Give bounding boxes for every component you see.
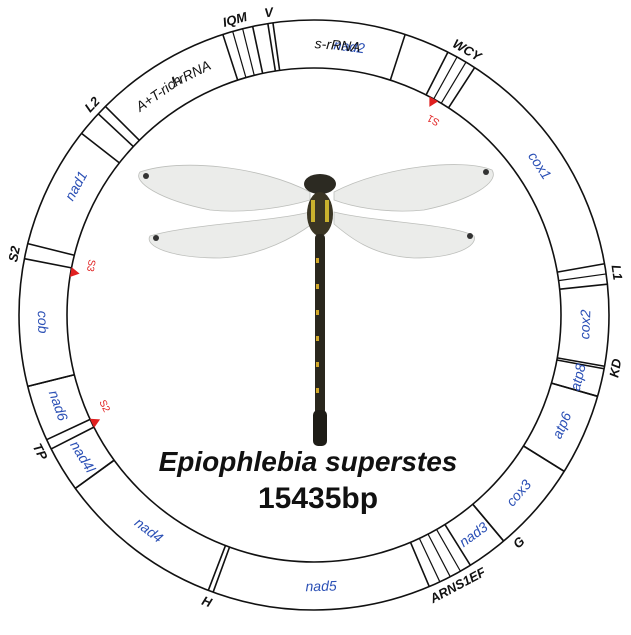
genome-size: 15435bp [258, 482, 378, 515]
trna-label-l1: L1 [609, 264, 626, 281]
segment-boundary [557, 264, 604, 272]
thorax-stripe-right [325, 200, 329, 222]
segment-boundary [47, 419, 91, 439]
left-hindwing-spot [153, 235, 159, 241]
marker-label-s1: S1 [425, 112, 441, 128]
thorax-stripe-left [311, 200, 315, 222]
abdomen-tip [313, 410, 327, 446]
trna-line [559, 274, 607, 281]
dragonfly-head [304, 174, 336, 194]
gene-label-nad4: nad4 [132, 514, 167, 546]
trna-label-kd: KD [606, 357, 624, 379]
trna-label-tp: TP [30, 441, 51, 463]
dragonfly-abdomen [315, 234, 325, 434]
gene-label-atp8: atp8 [567, 362, 589, 392]
marker-label-s2: S2 [96, 398, 111, 414]
trna-label-g: G [510, 533, 528, 551]
gene-label-cob: cob [35, 311, 52, 334]
gene-label-s-rrna: s-rRNA [314, 35, 361, 55]
gene-label-cox2: cox2 [576, 309, 593, 339]
species-name: Epiophlebia superstes [159, 446, 458, 477]
gene-label-cox1: cox1 [525, 149, 555, 182]
trna-line [419, 538, 439, 581]
segment-boundary [28, 244, 75, 256]
gene-label-nad6: nad6 [46, 388, 72, 423]
gene-label-nad5: nad5 [305, 577, 337, 594]
trna-line [428, 534, 450, 577]
segment-boundary [24, 259, 71, 268]
dragonfly-illustration [139, 165, 494, 446]
segment-boundary [449, 68, 475, 108]
marker-label-s3: S3 [84, 258, 97, 272]
segment-boundary [426, 52, 448, 95]
trna-line [243, 29, 255, 76]
right-hindwing-spot [467, 233, 473, 239]
trna-label-s2: S2 [5, 244, 23, 263]
trna-label-iqm: IQM [221, 9, 250, 30]
gene-label-l-rrna: l-rRNA [169, 57, 214, 90]
right-forewing [334, 165, 493, 212]
gene-label-nad1: nad1 [61, 168, 90, 203]
segment-boundary [523, 446, 564, 471]
segment-boundary [390, 34, 405, 80]
gene-label-cox3: cox3 [503, 476, 535, 509]
right-forewing-spot [483, 169, 489, 175]
left-forewing-spot [143, 173, 149, 179]
gene-label-nad3: nad3 [456, 518, 491, 549]
trna-label-arns1ef: ARNS1EF [426, 564, 488, 607]
trna-label-h: H [200, 593, 215, 611]
segment-boundary [411, 542, 430, 586]
gene-label-nad4l: nad4l [67, 438, 99, 476]
trna-line [441, 62, 466, 103]
segment-boundary [253, 26, 263, 73]
marker-triangle-s1 [425, 97, 438, 110]
gene-label-atp6: atp6 [549, 409, 575, 441]
segment-boundary [28, 375, 75, 387]
left-forewing [139, 165, 310, 211]
segment-boundary [560, 284, 608, 289]
dragonfly-thorax [307, 192, 333, 236]
segment-boundary [82, 133, 120, 163]
trna-label-v: V [263, 4, 275, 20]
left-hindwing [149, 212, 312, 258]
trna-line [434, 57, 457, 99]
marker-triangle-s3 [70, 267, 81, 278]
marker-triangle-s2 [90, 415, 102, 428]
right-hindwing [334, 212, 474, 258]
